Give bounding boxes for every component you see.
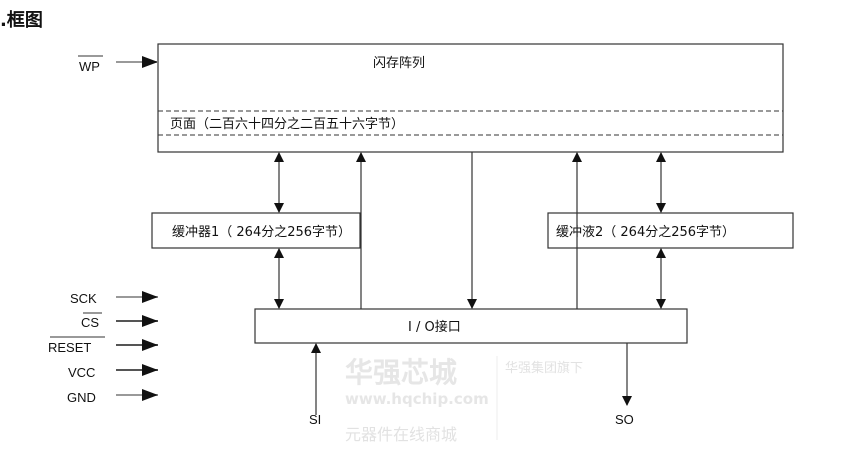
buffer2-label: 缓冲液2（ 264分之256字节）	[556, 225, 735, 240]
wp-signal-label: WP	[79, 59, 100, 74]
watermark-line1: 华强集团旗下	[505, 360, 583, 376]
buffer2-block: 缓冲液2（ 264分之256字节）	[547, 212, 794, 249]
so-signal-label: SO	[615, 412, 634, 427]
watermark-brand: 华强芯城	[345, 356, 457, 389]
cs-signal-label: CS	[81, 315, 99, 330]
watermark-line2: 元器件在线商城	[345, 425, 457, 444]
flash-array-label: 闪存阵列	[373, 56, 425, 71]
buffer1-label: 缓冲器1（ 264分之256字节）	[172, 225, 351, 240]
flash-array-block: 闪存阵列 页面（二百六十四分之二百五十六字节）	[157, 43, 784, 153]
io-interface-block: I / O接口	[254, 308, 688, 344]
buffer1-block: 缓冲器1（ 264分之256字节）	[151, 212, 361, 249]
reset-signal-label: RESET	[48, 340, 91, 355]
diagram-title: .框图	[0, 10, 43, 31]
input-signals: SCK CS RESET VCC GND	[48, 291, 158, 405]
sck-signal-label: SCK	[70, 291, 97, 306]
gnd-signal-label: GND	[67, 390, 96, 405]
watermark-url: www.hqchip.com	[345, 390, 489, 408]
si-signal-label: SI	[309, 412, 321, 427]
watermark: 华强芯城 www.hqchip.com 华强集团旗下 元器件在线商城	[345, 356, 583, 444]
vcc-signal-label: VCC	[68, 365, 95, 380]
page-label: 页面（二百六十四分之二百五十六字节）	[170, 117, 404, 132]
io-label: I / O接口	[408, 319, 461, 335]
